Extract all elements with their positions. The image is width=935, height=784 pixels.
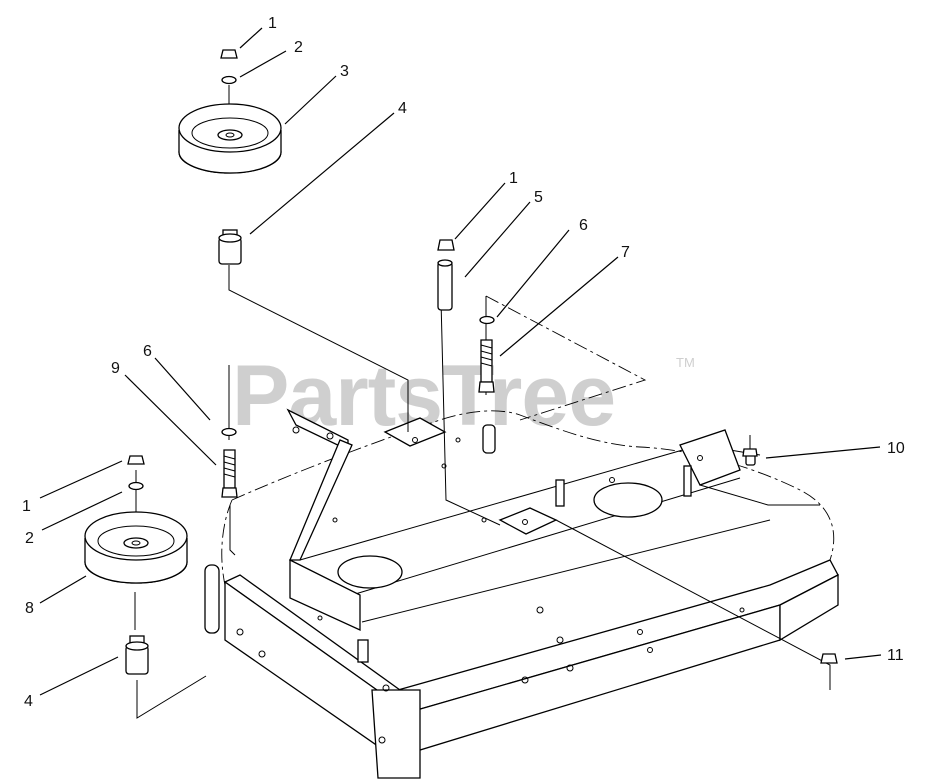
callout-4-top: 4 [398, 100, 407, 117]
upper-idler-pulley-icon [178, 103, 282, 174]
callout-9: 9 [111, 360, 120, 377]
callout-2-top: 2 [294, 39, 303, 56]
mower-deck-housing [204, 408, 839, 779]
callout-8: 8 [25, 600, 34, 617]
callout-1-lower: 1 [22, 498, 31, 515]
center-bolt-icon [478, 339, 495, 393]
watermark: PartsTree TM [232, 348, 695, 444]
hex-bolt-10-icon [742, 448, 758, 466]
flange-nut-11-icon [820, 653, 838, 664]
lower-idler-pulley-icon [84, 511, 188, 584]
callout-4-lower: 4 [24, 693, 33, 710]
callout-5: 5 [534, 189, 543, 206]
callout-11: 11 [887, 647, 904, 664]
upper-pulley-nut-icon [220, 49, 238, 59]
center-washer-icon [479, 315, 495, 325]
callout-1-center: 1 [509, 170, 518, 187]
center-nut-icon [437, 239, 455, 251]
lower-pulley-nut-icon [127, 455, 145, 465]
callout-6-center: 6 [579, 217, 588, 234]
lower-pulley-washer-icon [128, 481, 144, 491]
callout-10: 10 [887, 440, 905, 457]
lower-pulley-spacer-icon [125, 635, 149, 675]
left-bolt-stack [221, 427, 238, 498]
watermark-trademark: TM [676, 355, 695, 370]
right-hardware [742, 448, 838, 664]
upper-pulley-spacer-icon [218, 229, 242, 265]
left-bolt-icon [221, 449, 238, 498]
lower-idler-pulley-assembly [84, 455, 188, 675]
center-spacer-icon [437, 259, 453, 311]
upper-pulley-washer-icon [221, 75, 237, 85]
callout-leaders [39, 27, 882, 696]
callout-numbers: 1 2 3 4 1 5 6 7 6 9 10 1 2 8 4 11 [22, 15, 905, 710]
callout-7: 7 [621, 244, 630, 261]
callout-2-lower: 2 [25, 530, 34, 547]
callout-6-left: 6 [143, 343, 152, 360]
callout-3: 3 [340, 63, 349, 80]
upper-idler-pulley-assembly [178, 49, 282, 265]
callout-1-top: 1 [268, 15, 277, 32]
left-washer-icon [221, 427, 237, 437]
center-stud-stack [437, 239, 495, 393]
